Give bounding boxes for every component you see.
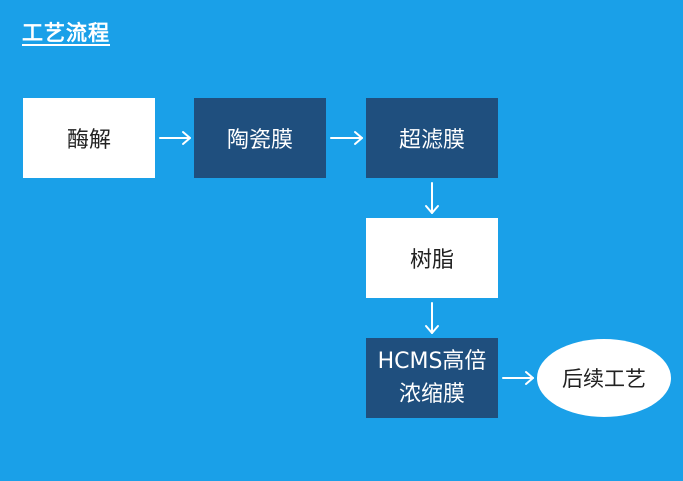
arrow-resin-to-hcms — [425, 302, 439, 334]
step-subsequent-process-label: 后续工艺 — [562, 367, 646, 391]
arrow-hcms-to-subsequent — [502, 371, 534, 385]
step-ceramic-membrane: 陶瓷膜 — [194, 98, 326, 178]
step-hcms-concentration-membrane: HCMS高倍 浓缩膜 — [366, 338, 498, 418]
arrow-enzymolysis-to-ceramic — [159, 131, 191, 145]
page-title: 工艺流程 — [22, 21, 110, 45]
step-enzymolysis-label: 酶解 — [66, 128, 111, 153]
arrow-ultrafiltration-to-resin — [425, 182, 439, 214]
step-ceramic-membrane-label: 陶瓷膜 — [226, 128, 293, 153]
step-ultrafiltration-membrane-label: 超滤膜 — [398, 128, 465, 153]
step-hcms-label-line2: 浓缩膜 — [398, 382, 465, 407]
step-resin: 树脂 — [366, 218, 498, 298]
step-enzymolysis: 酶解 — [23, 98, 155, 178]
step-hcms-label-line1: HCMS高倍 — [377, 349, 487, 374]
step-resin-label: 树脂 — [409, 248, 454, 273]
step-subsequent-process: 后续工艺 — [537, 339, 671, 417]
arrow-ceramic-to-ultrafiltration — [330, 131, 363, 145]
step-ultrafiltration-membrane: 超滤膜 — [366, 98, 498, 178]
